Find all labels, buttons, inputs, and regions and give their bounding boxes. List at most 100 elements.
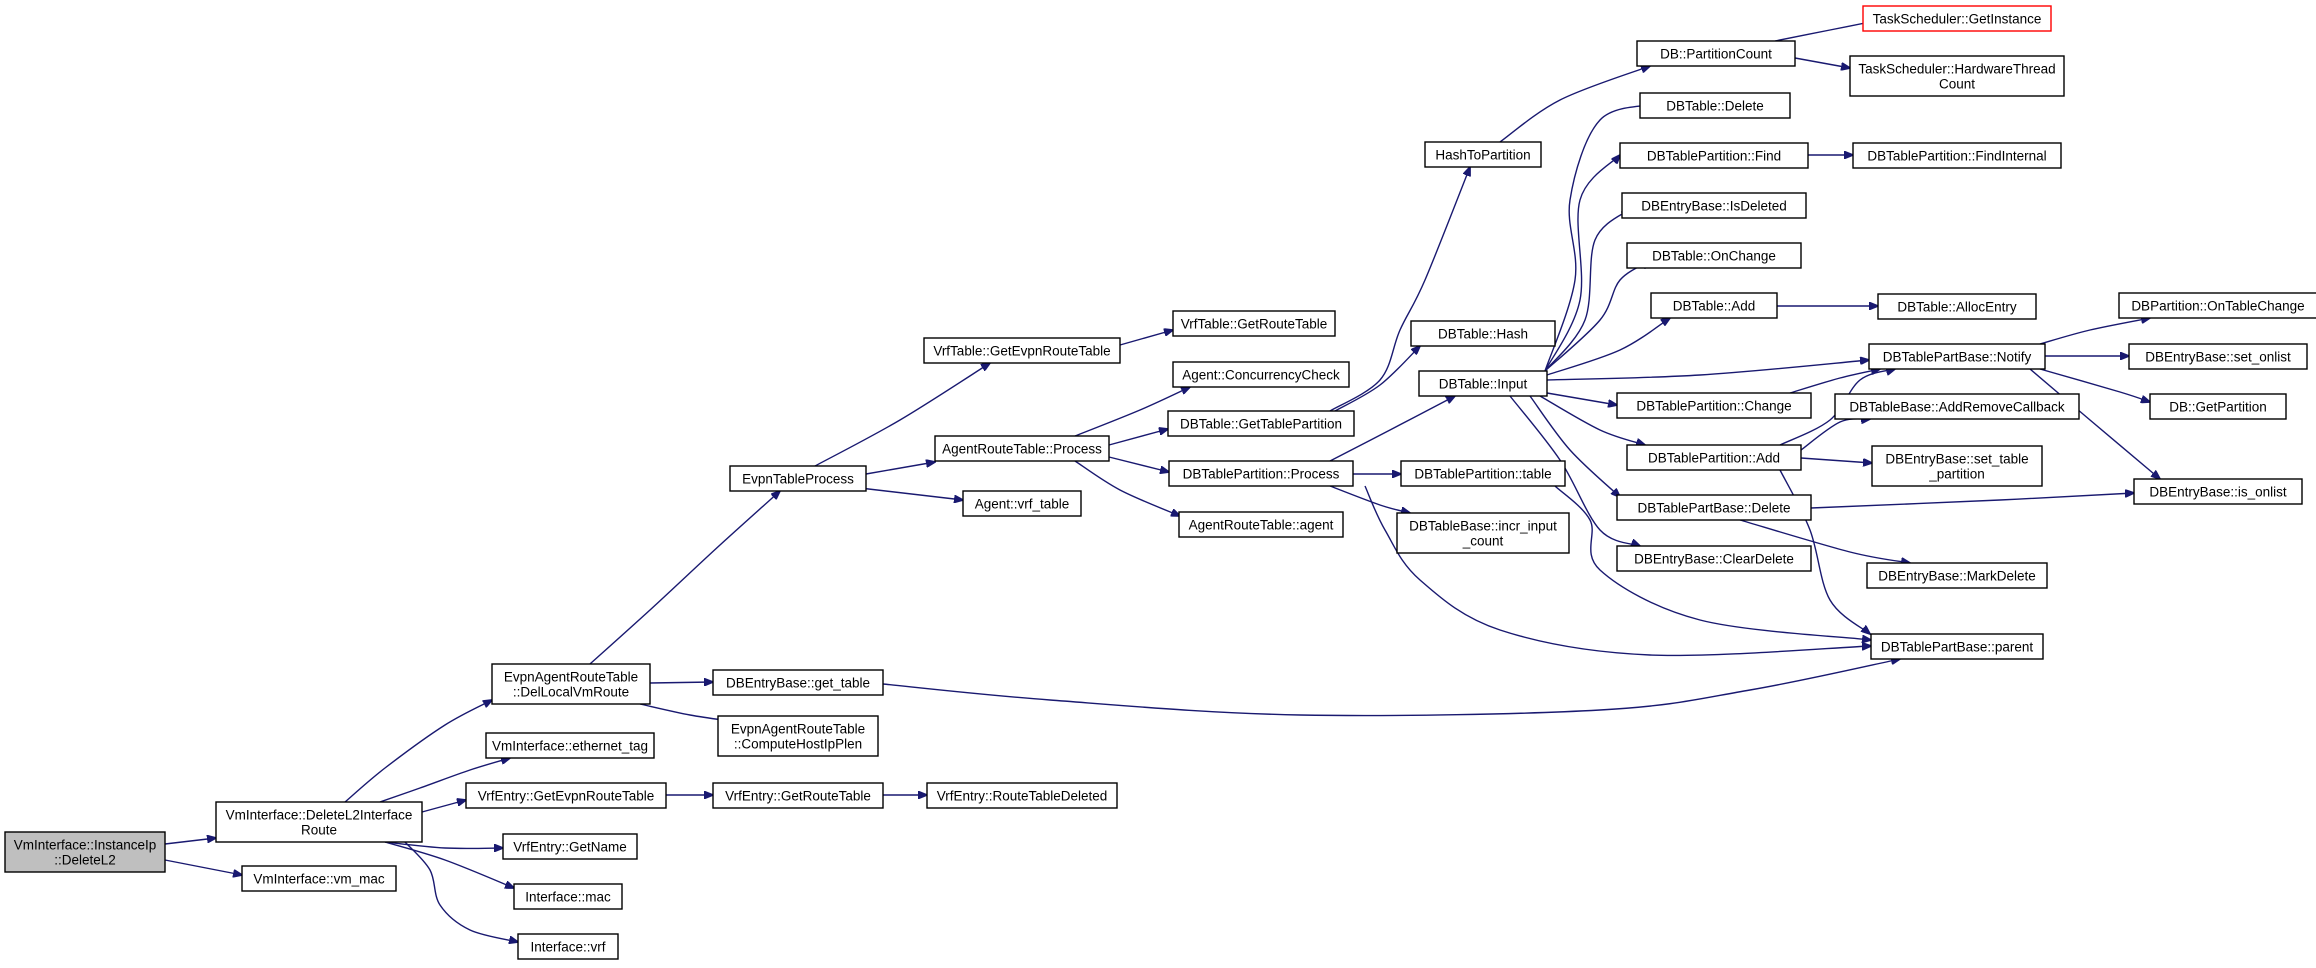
- node-dbtpAdd[interactable]: DBTablePartition::Add: [1626, 444, 1802, 471]
- node-dbTableAdd[interactable]: DBTable::Add: [1650, 292, 1778, 319]
- edge-dbTableInput-to-notify: [1546, 360, 1869, 381]
- node-label: Agent::ConcurrencyCheck: [1182, 368, 1340, 383]
- node-label: VmInterface::DeleteL2Interface: [226, 808, 413, 823]
- node-routeTableDeleted[interactable]: VrfEntry::RouteTableDeleted: [926, 782, 1118, 809]
- node-dbtpChange[interactable]: DBTablePartition::Change: [1616, 392, 1812, 419]
- node-label: DBTablePartition::FindInternal: [1867, 149, 2046, 164]
- node-setTablePartition[interactable]: DBEntryBase::set_table_partition: [1871, 445, 2043, 487]
- node-agentVrfTable[interactable]: Agent::vrf_table: [962, 490, 1082, 517]
- node-box: [2128, 343, 2308, 370]
- node-hashToPartition[interactable]: HashToPartition: [1424, 141, 1542, 168]
- node-evpnTableProcess[interactable]: EvpnTableProcess: [729, 465, 867, 492]
- node-label: VmInterface::vm_mac: [253, 872, 385, 887]
- node-box: [491, 663, 651, 705]
- node-box: [1400, 460, 1566, 487]
- node-label: Interface::mac: [525, 890, 611, 905]
- edge-vrfTableGetEvpn-to-vrfTableGetRoute: [1119, 330, 1173, 346]
- node-box: [1636, 40, 1796, 67]
- node-isOnlist[interactable]: DBEntryBase::is_onlist: [2133, 478, 2303, 505]
- node-addRemoveCallback[interactable]: DBTableBase::AddRemoveCallback: [1834, 393, 2080, 420]
- edge-dbtpAdd-to-setTablePartition: [1800, 457, 1872, 463]
- edge-agentRouteProcess-to-routeTableAgent: [1074, 460, 1180, 516]
- node-computeHostIpPlen[interactable]: EvpnAgentRouteTable::ComputeHostIpPlen: [717, 715, 879, 757]
- node-onTableChange[interactable]: DBPartition::OnTableChange: [2118, 292, 2316, 319]
- node-routeTableAgent[interactable]: AgentRouteTable::agent: [1178, 511, 1344, 538]
- edge-deleteL2Route-to-getEvpnRouteTable: [421, 800, 466, 813]
- node-incrInputCount[interactable]: DBTableBase::incr_input_count: [1396, 512, 1570, 554]
- node-allocEntry[interactable]: DBTable::AllocEntry: [1877, 293, 2037, 320]
- node-isDeleted[interactable]: DBEntryBase::IsDeleted: [1621, 192, 1807, 219]
- node-dbtpProcess[interactable]: DBTablePartition::Process: [1168, 460, 1354, 487]
- node-ifMac[interactable]: Interface::mac: [513, 883, 623, 910]
- edge-notify-to-getPartition: [2039, 368, 2150, 402]
- node-label: DBEntryBase::set_onlist: [2145, 350, 2291, 365]
- node-box: [241, 865, 397, 892]
- node-box: [4, 831, 166, 873]
- node-onChange[interactable]: DBTable::OnChange: [1626, 242, 1802, 269]
- node-label: DBTablePartBase::parent: [1881, 640, 2034, 655]
- node-vrfTableGetRoute[interactable]: VrfTable::GetRouteTable: [1172, 310, 1336, 337]
- node-box: [485, 732, 655, 759]
- node-root[interactable]: VmInterface::InstanceIp::DeleteL2: [4, 831, 166, 873]
- edge-dbTableInput-to-clearDelete: [1509, 395, 1640, 546]
- edge-notify-to-isOnlist: [2029, 368, 2160, 479]
- node-getEvpnRouteTable[interactable]: VrfEntry::GetEvpnRouteTable: [465, 782, 667, 809]
- node-box: [1639, 92, 1791, 119]
- node-label: VrfEntry::RouteTableDeleted: [937, 789, 1108, 804]
- node-box: [1167, 410, 1355, 437]
- node-box: [1862, 5, 2052, 32]
- node-vmMac[interactable]: VmInterface::vm_mac: [241, 865, 397, 892]
- node-vrfTableGetEvpn[interactable]: VrfTable::GetEvpnRouteTable: [923, 337, 1121, 364]
- node-ethernetTag[interactable]: VmInterface::ethernet_tag: [485, 732, 655, 759]
- node-box: [215, 801, 423, 843]
- node-getTablePartition[interactable]: DBTable::GetTablePartition: [1167, 410, 1355, 437]
- node-dbtpTable[interactable]: DBTablePartition::table: [1400, 460, 1566, 487]
- node-notify[interactable]: DBTablePartBase::Notify: [1868, 343, 2046, 370]
- node-box: [1616, 494, 1812, 521]
- node-agentRouteProcess[interactable]: AgentRouteTable::Process: [934, 435, 1110, 462]
- node-dbTableHash[interactable]: DBTable::Hash: [1410, 320, 1556, 347]
- node-getInstance[interactable]: TaskScheduler::GetInstance: [1862, 5, 2052, 32]
- node-clearDelete[interactable]: DBEntryBase::ClearDelete: [1616, 545, 1812, 572]
- node-label: ::DeleteL2: [54, 853, 116, 868]
- node-setOnlist[interactable]: DBEntryBase::set_onlist: [2128, 343, 2308, 370]
- edge-dbtpAdd-to-addRemoveCallback: [1800, 419, 1870, 451]
- node-box: [513, 883, 623, 910]
- node-label: TaskScheduler::GetInstance: [1873, 12, 2042, 27]
- node-ifVrf[interactable]: Interface::vrf: [517, 933, 619, 960]
- node-parent[interactable]: DBTablePartBase::parent: [1870, 633, 2044, 660]
- node-vrfGetName[interactable]: VrfEntry::GetName: [502, 833, 638, 860]
- node-dbTableInput[interactable]: DBTable::Input: [1418, 370, 1548, 397]
- node-box: [1178, 511, 1344, 538]
- node-dbTableDelete[interactable]: DBTable::Delete: [1639, 92, 1791, 119]
- node-dbtpFind[interactable]: DBTablePartition::Find: [1619, 142, 1809, 169]
- node-getTable[interactable]: DBEntryBase::get_table: [712, 669, 884, 696]
- node-findInternal[interactable]: DBTablePartition::FindInternal: [1852, 142, 2062, 169]
- node-getPartition[interactable]: DB::GetPartition: [2149, 393, 2287, 420]
- node-vrfGetRouteTable[interactable]: VrfEntry::GetRouteTable: [712, 782, 884, 809]
- node-concurrencyCheck[interactable]: Agent::ConcurrencyCheck: [1172, 361, 1350, 388]
- node-box: [1619, 142, 1809, 169]
- node-partitionCount[interactable]: DB::PartitionCount: [1636, 40, 1796, 67]
- node-delLocalVmRoute[interactable]: EvpnAgentRouteTable::DelLocalVmRoute: [491, 663, 651, 705]
- node-dbtpbDelete[interactable]: DBTablePartBase::Delete: [1616, 494, 1812, 521]
- node-box: [2133, 478, 2303, 505]
- node-label: DBTable::AllocEntry: [1897, 300, 2017, 315]
- edge-deleteL2Route-to-delLocalVmRoute: [344, 700, 492, 803]
- edge-dbtpbDelete-to-isOnlist: [1810, 493, 2134, 509]
- node-markDelete[interactable]: DBEntryBase::MarkDelete: [1866, 562, 2048, 589]
- node-box: [1168, 460, 1354, 487]
- edge-root-to-vmMac: [164, 859, 242, 875]
- node-label: TaskScheduler::HardwareThread: [1858, 62, 2055, 77]
- node-box: [1616, 545, 1812, 572]
- node-box: [1424, 141, 1542, 168]
- node-label: DBTablePartition::Change: [1636, 399, 1791, 414]
- node-label: _partition: [1928, 467, 1985, 482]
- edge-dbTableInput-to-dbTableDelete: [1544, 104, 1660, 372]
- node-box: [2149, 393, 2287, 420]
- edge-dbTableInput-to-dbtpbDelete: [1529, 395, 1620, 497]
- edge-delLocalVmRoute-to-evpnTableProcess: [589, 491, 780, 665]
